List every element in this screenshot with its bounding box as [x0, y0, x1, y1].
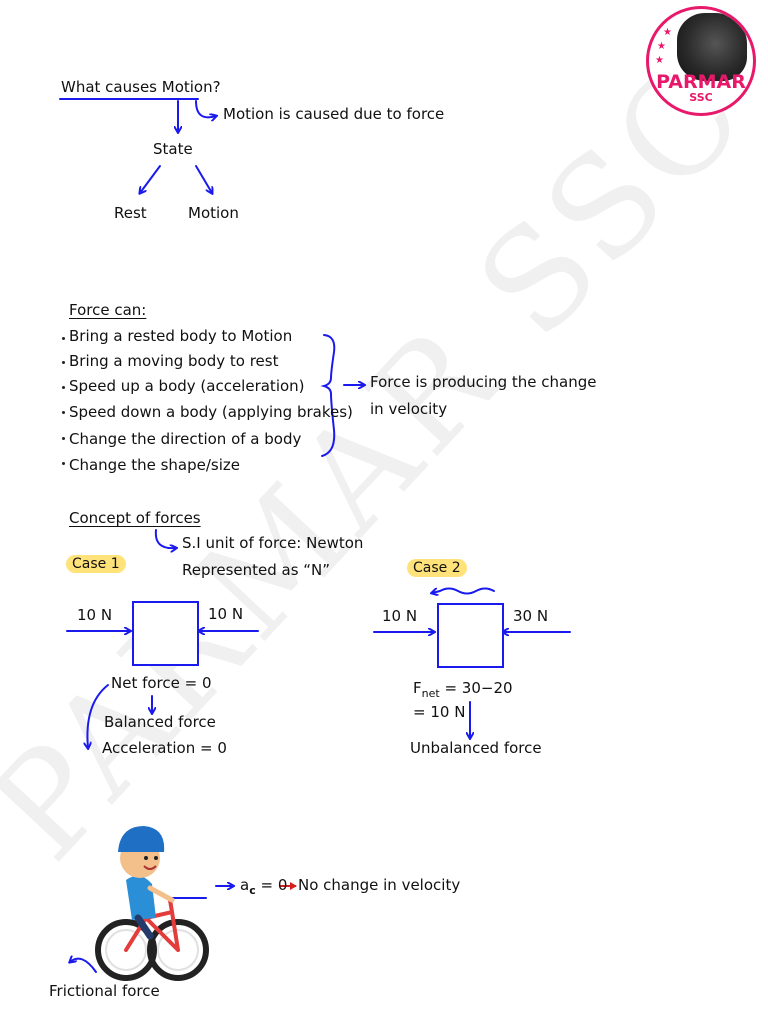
arrow-to-motion	[195, 165, 212, 193]
represented-as: Represented as “N”	[182, 561, 331, 579]
motion-label: Motion	[188, 204, 239, 222]
star-icon: ★	[657, 41, 666, 52]
state-label: State	[153, 140, 193, 158]
force-item: Speed up a body (acceleration)	[69, 377, 305, 395]
bullet	[62, 361, 65, 364]
case1-curve-arrow	[87, 684, 109, 748]
wavy-motion-arrow	[432, 587, 495, 594]
parmar-ssc-logo: ★ ★ ★ PARMAR SSC	[646, 6, 756, 116]
case2-result: = 10 N	[413, 703, 466, 721]
logo-sub: SSC	[689, 91, 713, 104]
case2-left-force: 10 N	[382, 607, 418, 625]
bullet	[62, 337, 65, 340]
case1-right-force: 10 N	[208, 605, 244, 623]
no-change-note: No change in velocity	[298, 876, 461, 894]
case2-block	[437, 603, 504, 668]
motion-question: What causes Motion?	[61, 78, 221, 96]
arrow-to-si-unit	[154, 529, 176, 548]
bullet	[62, 411, 65, 414]
bullet	[62, 386, 65, 389]
case1-acceleration: Acceleration = 0	[102, 739, 227, 757]
case1-left-force: 10 N	[77, 606, 113, 624]
force-item: Bring a rested body to Motion	[69, 327, 293, 345]
friction-arrow	[70, 959, 97, 973]
case2-unbalanced: Unbalanced force	[410, 739, 542, 757]
bullet	[62, 437, 65, 440]
logo-name: PARMAR	[656, 71, 746, 93]
case2-label: Case 2	[407, 559, 467, 577]
force-item: Bring a moving body to rest	[69, 352, 279, 370]
cyclist-illustration	[95, 826, 209, 981]
case1-balanced: Balanced force	[104, 713, 216, 731]
force-item: Change the shape/size	[69, 456, 240, 474]
force-conclusion-line2: in velocity	[370, 400, 448, 418]
rest-label: Rest	[114, 204, 147, 222]
force-conclusion-line1: Force is producing the change	[370, 373, 597, 391]
frictional-force-label: Frictional force	[49, 982, 160, 1000]
lion-icon	[677, 13, 747, 81]
motion-answer: Motion is caused due to force	[223, 105, 445, 123]
curly-brace	[320, 334, 336, 457]
arrow-to-rest	[140, 165, 161, 193]
case2-right-force: 30 N	[513, 607, 549, 625]
force-can-heading: Force can:	[69, 301, 147, 319]
arrow-to-answer	[195, 100, 216, 117]
case1-label: Case 1	[66, 555, 126, 573]
acceleration-note: ac = 0	[240, 876, 288, 897]
force-item: Speed down a body (applying brakes)	[69, 403, 353, 421]
force-item: Change the direction of a body	[69, 430, 302, 448]
concept-heading: Concept of forces	[69, 509, 201, 527]
case2-fnet: Fnet = 30−20	[413, 679, 513, 700]
si-unit: S.I unit of force: Newton	[182, 534, 364, 552]
case1-net-force: Net force = 0	[111, 674, 212, 692]
bullet	[62, 462, 65, 465]
star-icon: ★	[655, 55, 664, 66]
case1-block	[132, 601, 199, 666]
star-icon: ★	[663, 27, 672, 38]
